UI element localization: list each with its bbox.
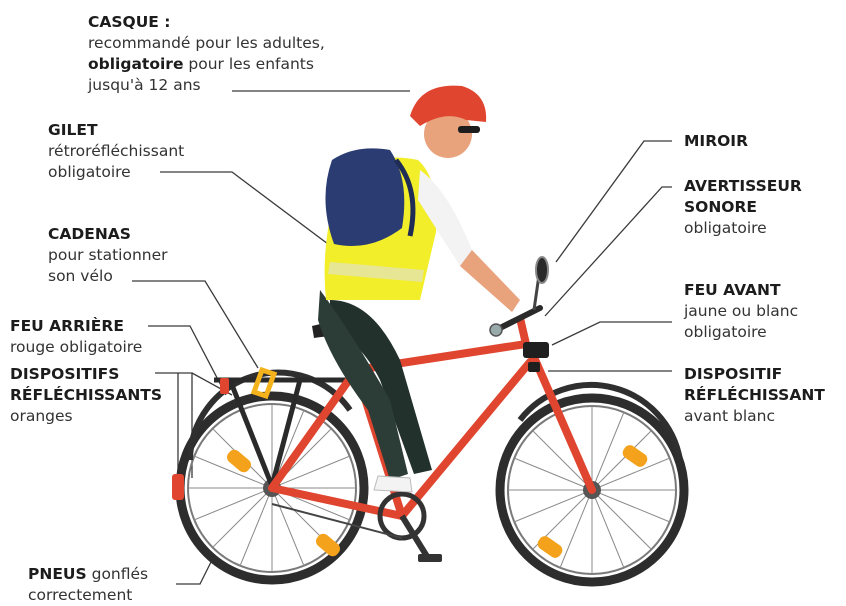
- leader-miroir: [556, 141, 672, 262]
- leader-cadenas: [132, 281, 258, 368]
- pneus-title: PNEUS: [28, 565, 87, 583]
- feu-avant-title: FEU AVANT: [684, 280, 798, 301]
- casque-line2: pour les enfants: [183, 55, 314, 73]
- casque-bold: obligatoire: [88, 55, 183, 73]
- dispositifs-line1: oranges: [10, 406, 162, 427]
- handlebar-stem: [520, 318, 526, 344]
- miroir-title: MIROIR: [684, 131, 748, 152]
- feu-arriere-title: FEU ARRIÈRE: [10, 316, 142, 337]
- leader-gilet: [160, 172, 352, 262]
- label-miroir: MIROIR: [684, 131, 748, 152]
- avertisseur-title1: AVERTISSEUR: [684, 176, 802, 197]
- dispositif-avant-title2: RÉFLÉCHISSANT: [684, 385, 825, 406]
- rear-light: [172, 474, 184, 500]
- casque-line1: recommandé pour les adultes,: [88, 33, 325, 54]
- cadenas-line1: pour stationner: [48, 245, 168, 266]
- backpack: [325, 148, 404, 246]
- dispositifs-title2: RÉFLÉCHISSANTS: [10, 385, 162, 406]
- casque-line3: jusqu'à 12 ans: [88, 75, 325, 96]
- rack-reflector: [220, 378, 229, 394]
- sunglasses: [458, 126, 480, 133]
- pneus-line2: correctement: [28, 585, 148, 606]
- dispositifs-title1: DISPOSITIFS: [10, 364, 162, 385]
- label-pneus: PNEUS gonflés correctement: [28, 564, 148, 606]
- mirror-glass: [536, 257, 548, 283]
- label-avertisseur: AVERTISSEUR SONORE obligatoire: [684, 176, 802, 239]
- dispositif-avant-title1: DISPOSITIF: [684, 364, 825, 385]
- label-cadenas: CADENAS pour stationner son vélo: [48, 224, 168, 287]
- casque-title: CASQUE :: [88, 12, 325, 33]
- feu-avant-line1: jaune ou blanc: [684, 301, 798, 322]
- rider-forearm: [460, 250, 520, 312]
- label-feu-avant: FEU AVANT jaune ou blanc obligatoire: [684, 280, 798, 343]
- cadenas-line2: son vélo: [48, 266, 168, 287]
- label-dispositifs: DISPOSITIFS RÉFLÉCHISSANTS oranges: [10, 364, 162, 427]
- leader-pneus: [176, 560, 212, 584]
- leader-feu-avant: [552, 322, 672, 345]
- label-gilet: GILET rétroréfléchissant obligatoire: [48, 120, 184, 183]
- avertisseur-title2: SONORE: [684, 197, 802, 218]
- gilet-title: GILET: [48, 120, 184, 141]
- rider-shoe: [374, 476, 412, 492]
- pedal: [418, 554, 442, 562]
- gilet-line1: rétroréfléchissant: [48, 141, 184, 162]
- label-casque: CASQUE : recommandé pour les adultes, ob…: [88, 12, 325, 96]
- cadenas-title: CADENAS: [48, 224, 168, 245]
- bell: [490, 324, 502, 336]
- front-reflector: [528, 362, 540, 372]
- dispositif-avant-line1: avant blanc: [684, 406, 825, 427]
- feu-avant-line2: obligatoire: [684, 322, 798, 343]
- gilet-line2: obligatoire: [48, 162, 184, 183]
- feu-arriere-line1: rouge obligatoire: [10, 337, 142, 358]
- front-light: [523, 342, 549, 358]
- label-feu-arriere: FEU ARRIÈRE rouge obligatoire: [10, 316, 142, 358]
- avertisseur-line1: obligatoire: [684, 218, 802, 239]
- pneus-rest: gonflés: [87, 565, 148, 583]
- label-dispositif-avant: DISPOSITIF RÉFLÉCHISSANT avant blanc: [684, 364, 825, 427]
